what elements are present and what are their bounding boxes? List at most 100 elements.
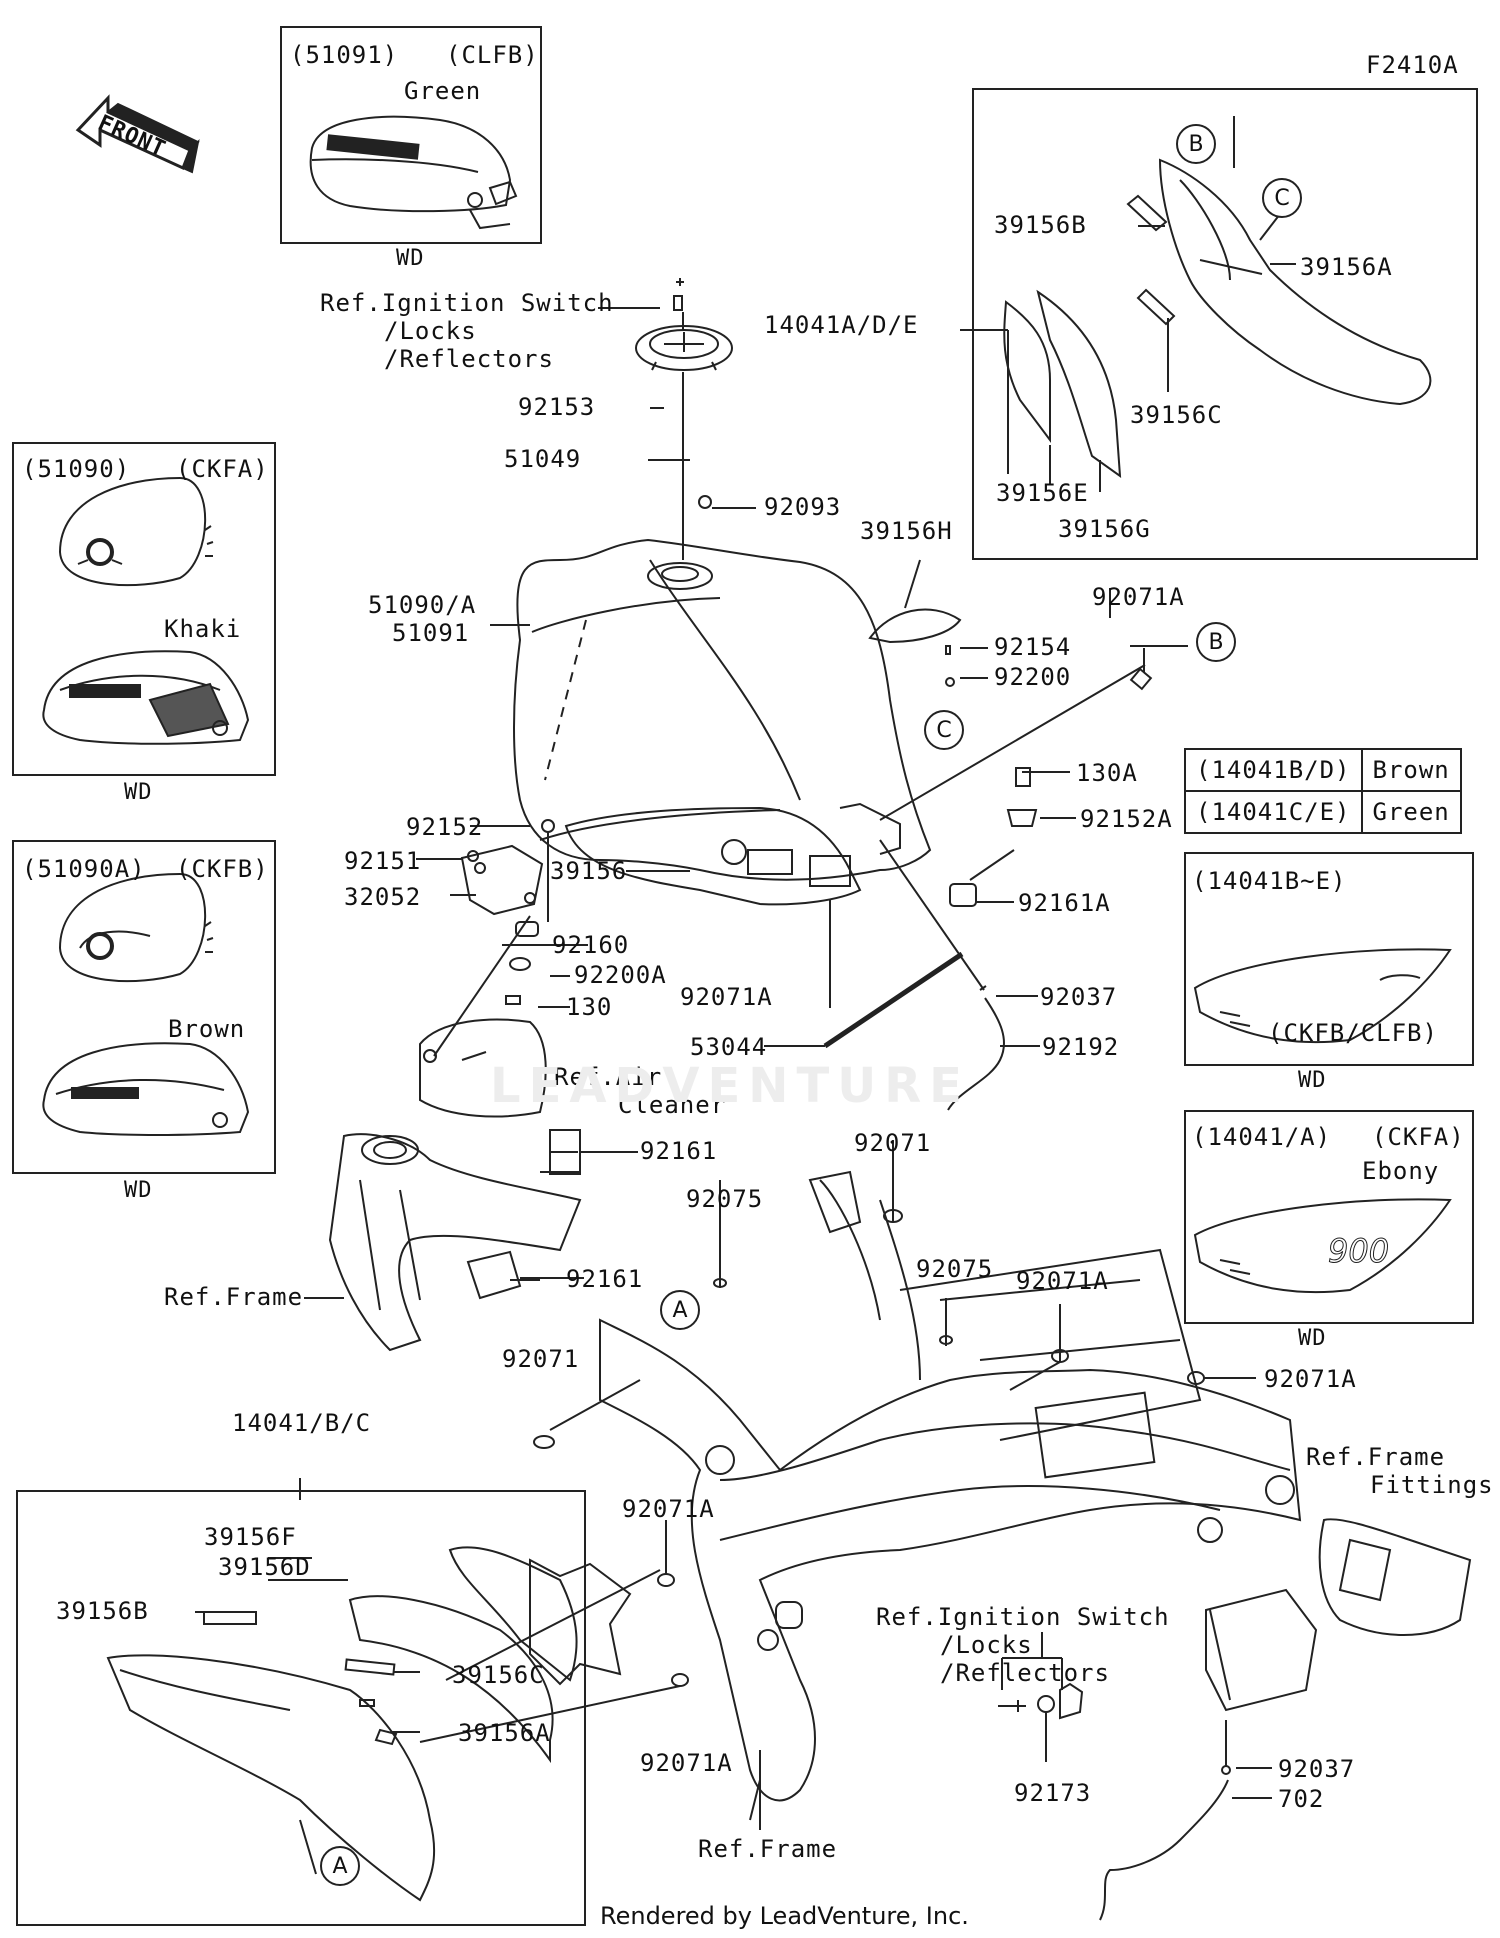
inset-51090A-color: Brown (168, 1015, 246, 1043)
ref-frame-fittings-2: Fittings (1370, 1471, 1494, 1499)
svg-text:900: 900 (1328, 1232, 1389, 1270)
part-14041-B-C: 14041/B/C (232, 1409, 372, 1437)
inset-14041A-variant: (CKFA) (1372, 1123, 1465, 1151)
inset-51091-variant: (CLFB) (446, 41, 539, 69)
part-53044: 53044 (690, 1033, 768, 1061)
ref-ignition-switch-bottom: Ref.Ignition Switch (876, 1603, 1170, 1631)
tank-51091-illustration (309, 115, 518, 230)
part-92093: 92093 (764, 493, 842, 521)
part-39156C-upper: 39156C (1130, 401, 1223, 429)
part-39156: 39156 (550, 857, 628, 885)
inset-14041BE-note: WD (1298, 1068, 1327, 1093)
ref-frame-left: Ref.Frame (164, 1283, 304, 1311)
part-92161-lower: 92161 (566, 1265, 644, 1293)
ref-air-cleaner-1: Ref.Air (554, 1063, 663, 1091)
inset-box-51090 (12, 442, 276, 776)
inset-box-51090A (12, 840, 276, 1174)
inset-box-14041BE (1184, 852, 1474, 1066)
part-92152: 92152 (406, 813, 484, 841)
air-cleaner-ref-illustration (419, 1018, 547, 1118)
fuel-tank-illustration (513, 538, 932, 906)
pad-39156H-illustration (868, 559, 962, 644)
side-cover-14041BC-illustration (106, 1546, 632, 1902)
part-92071A-top: 92071A (1092, 583, 1185, 611)
part-14041A-D-E: 14041A/D/E (764, 311, 919, 339)
footer-credit: Rendered by LeadVenture, Inc. (600, 1902, 969, 1930)
part-92151: 92151 (344, 847, 422, 875)
color-variant-table: (14041B/D) Brown (14041C/E) Green (1184, 748, 1462, 834)
ref-ignition-switch-top: Ref.Ignition Switch (320, 289, 614, 317)
callout-b-mid: B (1196, 622, 1236, 662)
part-92161A: 92161A (1018, 889, 1111, 917)
ref-air-cleaner-2: Cleaner (618, 1091, 727, 1119)
table-row: (14041B/D) Brown (1184, 748, 1462, 792)
frame-left-section-illustration (328, 1129, 638, 1352)
inset-14041A-color: Ebony (1362, 1157, 1440, 1185)
part-39156C-lower: 39156C (452, 1661, 545, 1689)
part-92037-bottom: 92037 (1278, 1755, 1356, 1783)
part-92071A-lower2: 92071A (640, 1749, 733, 1777)
inset-51091-color: Green (404, 77, 482, 105)
diagram-code: F2410A (1366, 51, 1459, 79)
part-92154: 92154 (994, 633, 1072, 661)
inset-14041A-code: (14041/A) (1192, 1123, 1332, 1151)
part-39156H: 39156H (860, 517, 953, 545)
part-51049: 51049 (504, 445, 582, 473)
part-92152A: 92152A (1080, 805, 1173, 833)
part-39156A-lower: 39156A (458, 1719, 551, 1747)
table-row: (14041C/E) Green (1184, 790, 1462, 834)
inset-51091-code: (51091) (290, 41, 399, 69)
inset-51090-color: Khaki (164, 615, 242, 643)
callout-a-bottom: A (320, 1846, 360, 1886)
top-right-leader-lines (960, 116, 1296, 492)
ref-reflectors-top: /Reflectors (384, 345, 554, 373)
part-92075-left: 92075 (686, 1185, 764, 1213)
part-92160: 92160 (552, 931, 630, 959)
inset-14041A-note: WD (1298, 1326, 1327, 1351)
table-cell-color: Brown (1360, 748, 1462, 792)
ref-locks-bottom: /Locks (940, 1631, 1033, 1659)
tank-mount-hardware-illustration (879, 645, 1153, 907)
inset-box-14041ADE (972, 88, 1478, 560)
table-cell-code: (14041C/E) (1184, 790, 1363, 834)
callout-c-top: C (1262, 178, 1302, 218)
part-92161-upper: 92161 (640, 1137, 718, 1165)
inset-box-14041BC (16, 1490, 586, 1926)
part-130A: 130A (1076, 759, 1138, 787)
tank-51090A-illustration (42, 872, 250, 1136)
frame-grommets-illustration (533, 1140, 1256, 1687)
part-92153: 92153 (518, 393, 596, 421)
part-92075-right: 92075 (916, 1255, 994, 1283)
main-frame-illustration (599, 1170, 1302, 1821)
tank-51090-illustration (42, 476, 250, 745)
ref-reflectors-bottom: /Reflectors (940, 1659, 1110, 1687)
bracket-32052-illustration (433, 819, 555, 1057)
part-92071A-lower1: 92071A (622, 1495, 715, 1523)
bracket-92173-illustration (998, 1632, 1084, 1762)
part-92173: 92173 (1014, 1779, 1092, 1807)
part-39156B-lower: 39156B (56, 1597, 149, 1625)
part-32052: 32052 (344, 883, 422, 911)
callout-c-mid: C (924, 710, 964, 750)
part-92071-top: 92071 (854, 1129, 932, 1157)
part-51091: 51091 (392, 619, 470, 647)
callout-b-top: B (1176, 124, 1216, 164)
inset-51090A-code: (51090A) (22, 855, 146, 883)
front-arrow-icon (75, 94, 200, 174)
part-92071A-frame: 92071A (1016, 1267, 1109, 1295)
rod-53044-illustration (823, 839, 1005, 1111)
part-39156F: 39156F (204, 1523, 297, 1551)
part-39156D: 39156D (218, 1553, 311, 1581)
part-92200: 92200 (994, 663, 1072, 691)
ref-frame-fittings-1: Ref.Frame (1306, 1443, 1446, 1471)
ref-locks-top: /Locks (384, 317, 477, 345)
part-92192: 92192 (1042, 1033, 1120, 1061)
side-cover-14041BE-illustration (1193, 948, 1452, 1044)
table-cell-color: Green (1360, 790, 1462, 834)
inset-14041BE-code: (14041B~E) (1192, 867, 1347, 895)
part-39156B-upper: 39156B (994, 211, 1087, 239)
inset-51090-code: (51090) (22, 455, 131, 483)
part-39156G: 39156G (1058, 515, 1151, 543)
watermark-text: LEADVENTURE (490, 1058, 970, 1114)
